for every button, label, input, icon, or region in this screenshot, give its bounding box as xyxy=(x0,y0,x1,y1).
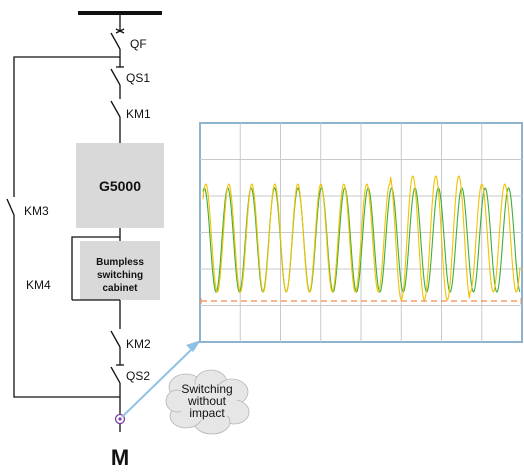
switch-km3-label: KM3 xyxy=(24,204,49,218)
callout-text-line1: Switching xyxy=(181,382,232,396)
switch-km2-symbol xyxy=(110,330,121,348)
switch-qf-symbol xyxy=(110,28,125,50)
cabinet-label-line3: cabinet xyxy=(102,283,138,294)
switch-qf-label: QF xyxy=(130,37,147,51)
g5000-label: G5000 xyxy=(99,178,141,194)
callout-text-line2: without xyxy=(187,394,227,408)
callout-cloud-body xyxy=(177,383,237,421)
switch-qs2-label: QS2 xyxy=(126,369,150,383)
switch-qs2-symbol xyxy=(110,364,124,384)
bumpless-cabinet-block xyxy=(80,241,160,300)
waveform-yellow xyxy=(202,175,521,301)
g5000-block xyxy=(76,143,164,228)
callout-arrow xyxy=(121,340,201,418)
switch-qs1-symbol xyxy=(110,66,124,86)
motor-label: M xyxy=(111,445,129,470)
oscilloscope-panel xyxy=(199,122,523,343)
km4-bypass-loop xyxy=(71,236,120,301)
switch-km1-label: KM1 xyxy=(126,107,151,121)
waveform-green xyxy=(202,187,521,293)
switch-km2-label: KM2 xyxy=(126,337,151,351)
callout-text-line3: impact xyxy=(189,406,225,420)
switch-km1-symbol xyxy=(110,100,121,118)
cabinet-label-line1: Bumpless xyxy=(96,257,144,268)
connection-point-center xyxy=(118,417,122,421)
switch-qs1-label: QS1 xyxy=(126,71,150,85)
km3-bypass-line xyxy=(6,56,120,398)
switch-km4-label: KM4 xyxy=(26,278,51,292)
cabinet-label-line2: switching xyxy=(97,270,143,281)
reference-ticks xyxy=(200,298,522,304)
